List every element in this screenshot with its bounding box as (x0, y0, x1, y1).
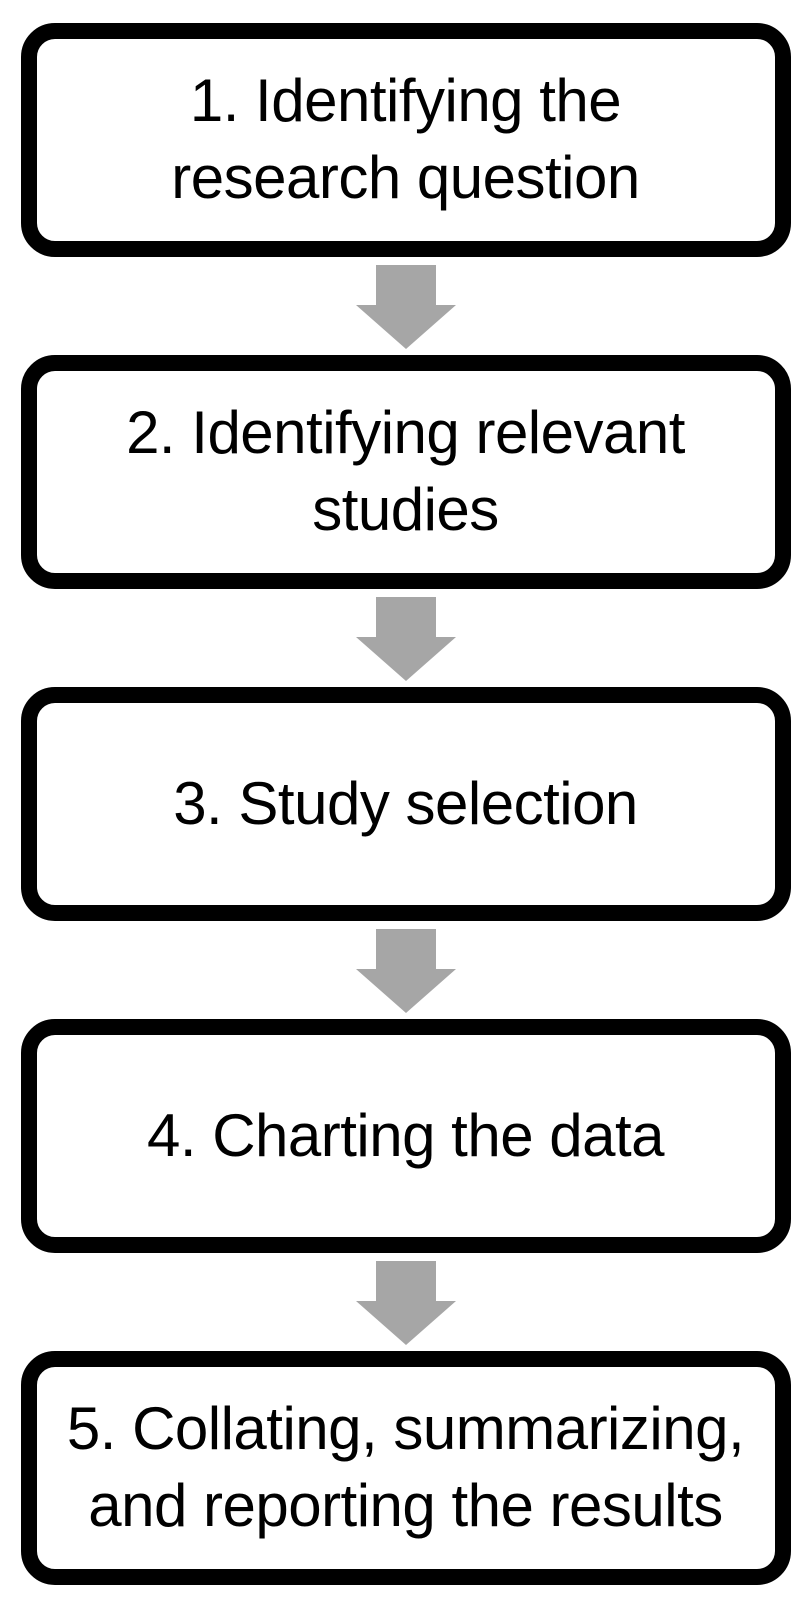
step-box-5: 5. Collating, summarizing, and reporting… (20, 1351, 791, 1585)
connector-1 (355, 257, 456, 355)
down-arrow-shape (355, 929, 456, 1013)
step-box-1: 1. Identifying the research question (20, 23, 791, 257)
down-arrow-shape (355, 1261, 456, 1345)
step-box-3: 3. Study selection (20, 687, 791, 921)
step-label-2: 2. Identifying relevant studies (126, 399, 685, 543)
step-box-2: 2. Identifying relevant studies (20, 355, 791, 589)
step-label-5: 5. Collating, summarizing, and reporting… (66, 1395, 745, 1539)
connector-2 (355, 589, 456, 687)
step-label-1: 1. Identifying the research question (171, 67, 640, 211)
step-label-4: 4. Charting the data (146, 1101, 665, 1169)
connector-3 (355, 921, 456, 1019)
step-box-4: 4. Charting the data (20, 1019, 791, 1253)
down-arrow-icon (355, 1261, 456, 1345)
down-arrow-icon (355, 929, 456, 1013)
step-label-3: 3. Study selection (173, 769, 638, 837)
down-arrow-shape (355, 265, 456, 349)
down-arrow-shape (355, 597, 456, 681)
connector-4 (355, 1253, 456, 1351)
down-arrow-icon (355, 597, 456, 681)
down-arrow-icon (355, 265, 456, 349)
